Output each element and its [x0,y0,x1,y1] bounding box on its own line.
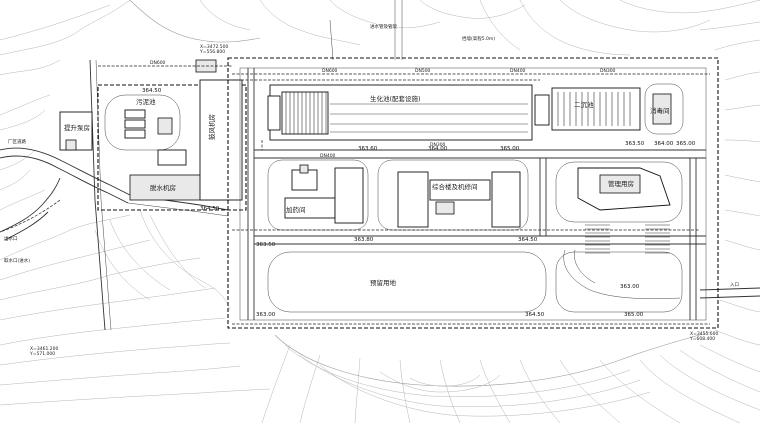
elevation-tag: 363.80 [354,237,374,243]
east-tanks [534,83,684,135]
label-secondary-clarifier: 二沉池 [574,100,594,109]
label-pump-room: 提升泵房 [64,123,90,132]
coord-tag: X=3472.500 [200,44,228,50]
elevation-tag: 363.60 [358,146,378,152]
pipe-tag: DN400 [510,68,526,74]
label-pipeline: 进水管及管架 [370,23,397,30]
coordinate-tags: X=3472.500 Y=556.800 X=3461.200 Y=571.00… [29,44,718,357]
label-dewatering-room: 脱水机房 [150,183,176,192]
label-reserved-land: 预留用地 [370,278,397,287]
label-aeration-basin: 生化池(配套设施) [370,94,421,103]
elevation-tag: 363.00 [620,284,640,290]
coord-tag: Y=571.000 [29,351,55,357]
west-compound [59,59,247,211]
elevation-tag: 364.50 [525,312,545,318]
middle-pads [267,159,529,231]
pipe-tag: DN600 [322,68,338,74]
access-roads [0,0,760,331]
elevation-tag: 364.50 [518,237,538,243]
label-retaining-wall: 挡墙(高程5.0m) [462,35,495,42]
label-blower-room: 鼓风机房 [207,114,216,140]
elevation-tag: 365.00 [676,141,696,147]
hill-contours-south [274,331,711,417]
label-entrance: 入口 [730,282,739,288]
label-water-intake: 取水口(进水) [4,257,30,264]
pipe-tag: DN500 [415,68,431,74]
pipelines [0,65,710,325]
elevation-tag: 364.50 [200,206,220,212]
label-treatment-room: 加药间 [286,205,306,214]
hill-contours-west [94,209,231,311]
elevation-tag: 363.50 [625,141,645,147]
main-site-fence [227,57,719,329]
elevation-tag: 364.00 [654,141,674,147]
elevation-tag: 363.00 [256,312,276,318]
label-sludge-tank: 污泥池 [136,97,156,106]
coord-tag: X=3461.200 [30,346,58,352]
elevation-tag: 363.50 [256,242,276,248]
coord-tag: Y=608.400 [689,336,715,342]
elevation-markers: 364.50 363.60 364.00 365.00 363.80 364.5… [142,88,696,318]
blower-building [199,79,243,201]
label-admin-building: 管理用房 [608,179,634,188]
pipe-tag: DN400 [320,153,336,159]
internal-roads [247,68,706,320]
pipe-tag: DN300 [430,142,446,148]
reserved-land-area [267,251,547,313]
aeration-basin [267,84,533,141]
coord-tag: Y=556.800 [199,49,225,55]
label-outlet: 出水口 [4,235,18,242]
label-office-building: 综合楼及机修间 [432,182,478,191]
pipe-size-tags: DN600 DN500 DN400 DN300 DN600 DN400 DN30… [150,60,616,159]
label-road: 厂区道路 [8,138,26,145]
pipe-tag: DN600 [150,60,166,66]
label-disinfection: 消毒间 [650,106,670,115]
elevation-tag: 364.50 [142,88,162,94]
elevation-tag: 364.00 [428,146,448,152]
coord-tag: X=3455.600 [690,331,718,337]
west-pond [104,94,181,151]
pipe-tag: DN300 [600,68,616,74]
admin-building-group [555,161,683,299]
drawing-labels: 提升泵房 污泥池 脱水机房 鼓风机房 生化池(配套设施) 二沉池 消毒间 综合楼… [4,23,739,288]
elevation-tag: 365.00 [500,146,520,152]
elevation-tag: 365.00 [624,312,644,318]
disinfection-building [652,93,672,125]
